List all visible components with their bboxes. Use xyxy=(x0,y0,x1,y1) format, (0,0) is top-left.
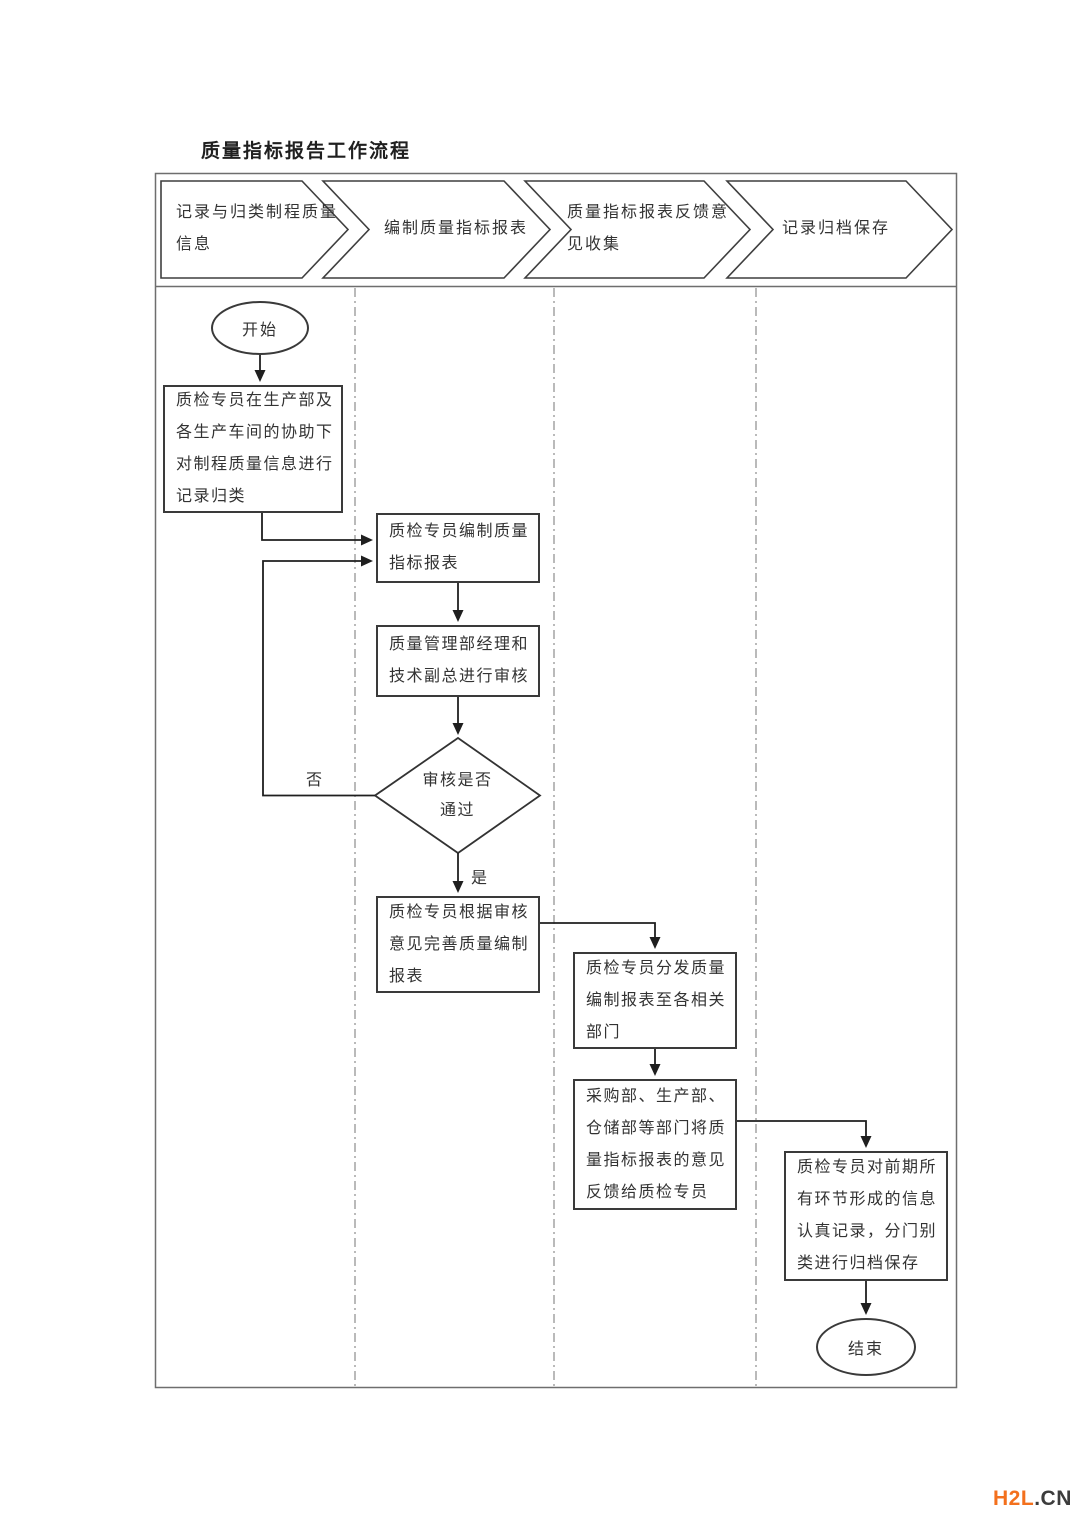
step1-label: 质检专员在生产部及 各生产车间的协助下 对制程质量信息进行 记录归类 xyxy=(176,392,334,505)
start-label: 开始 xyxy=(241,322,278,339)
page-title: 质量指标报告工作流程 xyxy=(201,141,412,162)
process-step5-distribute-report: 质检专员分发质量 编制报表至各相关 部门 xyxy=(573,952,737,1049)
process-step3-review: 质量管理部经理和 技术副总进行审核 xyxy=(376,625,540,697)
lane-chevron-2 xyxy=(321,180,552,279)
watermark: H2L.CN xyxy=(993,1487,1072,1511)
frame-border xyxy=(154,172,958,1389)
step3-label: 质量管理部经理和 技术副总进行审核 xyxy=(389,636,530,685)
decision-label: 审核是否 通过 xyxy=(422,771,493,819)
branch-label-no: 否 xyxy=(306,772,324,789)
end-label: 结束 xyxy=(847,1341,884,1358)
connector-no-loop-to-step2 xyxy=(262,555,375,797)
start-terminal: 开始 xyxy=(211,301,309,355)
process-step6-collect-feedback: 采购部、生产部、 仓储部等部门将质 量指标报表的意见 反馈给质检专员 xyxy=(573,1079,737,1210)
step2-label: 质检专员编制质量 指标报表 xyxy=(389,523,530,572)
lane-label-archive: 记录归档保存 xyxy=(782,220,891,237)
watermark-brand: H2L xyxy=(993,1487,1035,1510)
step7-label: 质检专员对前期所 有环节形成的信息 认真记录，分门别 类进行归档保存 xyxy=(797,1159,938,1272)
end-terminal: 结束 xyxy=(816,1318,916,1376)
step4-label: 质检专员根据审核 意见完善质量编制 报表 xyxy=(389,903,530,985)
watermark-suffix: .CN xyxy=(1034,1487,1072,1510)
step5-label: 质检专员分发质量 编制报表至各相关 部门 xyxy=(586,959,727,1041)
connector-step1-to-step2 xyxy=(261,513,373,546)
lane-label-feedback-collect: 质量指标报表反馈意 见收集 xyxy=(567,204,730,253)
process-step4-improve-report: 质检专员根据审核 意见完善质量编制 报表 xyxy=(376,896,540,993)
lane-chevron-4 xyxy=(725,180,954,279)
lane-label-compile-report: 编制质量指标报表 xyxy=(384,220,529,237)
process-step7-archive: 质检专员对前期所 有环节形成的信息 认真记录，分门别 类进行归档保存 xyxy=(784,1151,948,1281)
connector-step4-to-step5 xyxy=(540,922,661,949)
lane-chevron-3 xyxy=(523,180,752,279)
process-step1-record-classify: 质检专员在生产部及 各生产车间的协助下 对制程质量信息进行 记录归类 xyxy=(163,385,343,513)
step6-label: 采购部、生产部、 仓储部等部门将质 量指标报表的意见 反馈给质检专员 xyxy=(586,1087,727,1201)
lane-chevron-1 xyxy=(160,180,350,279)
branch-label-yes: 是 xyxy=(471,870,489,887)
lane-label-record-classify: 记录与归类制程质量 信息 xyxy=(176,204,339,253)
process-step2-compile-report: 质检专员编制质量 指标报表 xyxy=(376,513,540,583)
connector-step6-to-step7 xyxy=(737,1120,872,1148)
